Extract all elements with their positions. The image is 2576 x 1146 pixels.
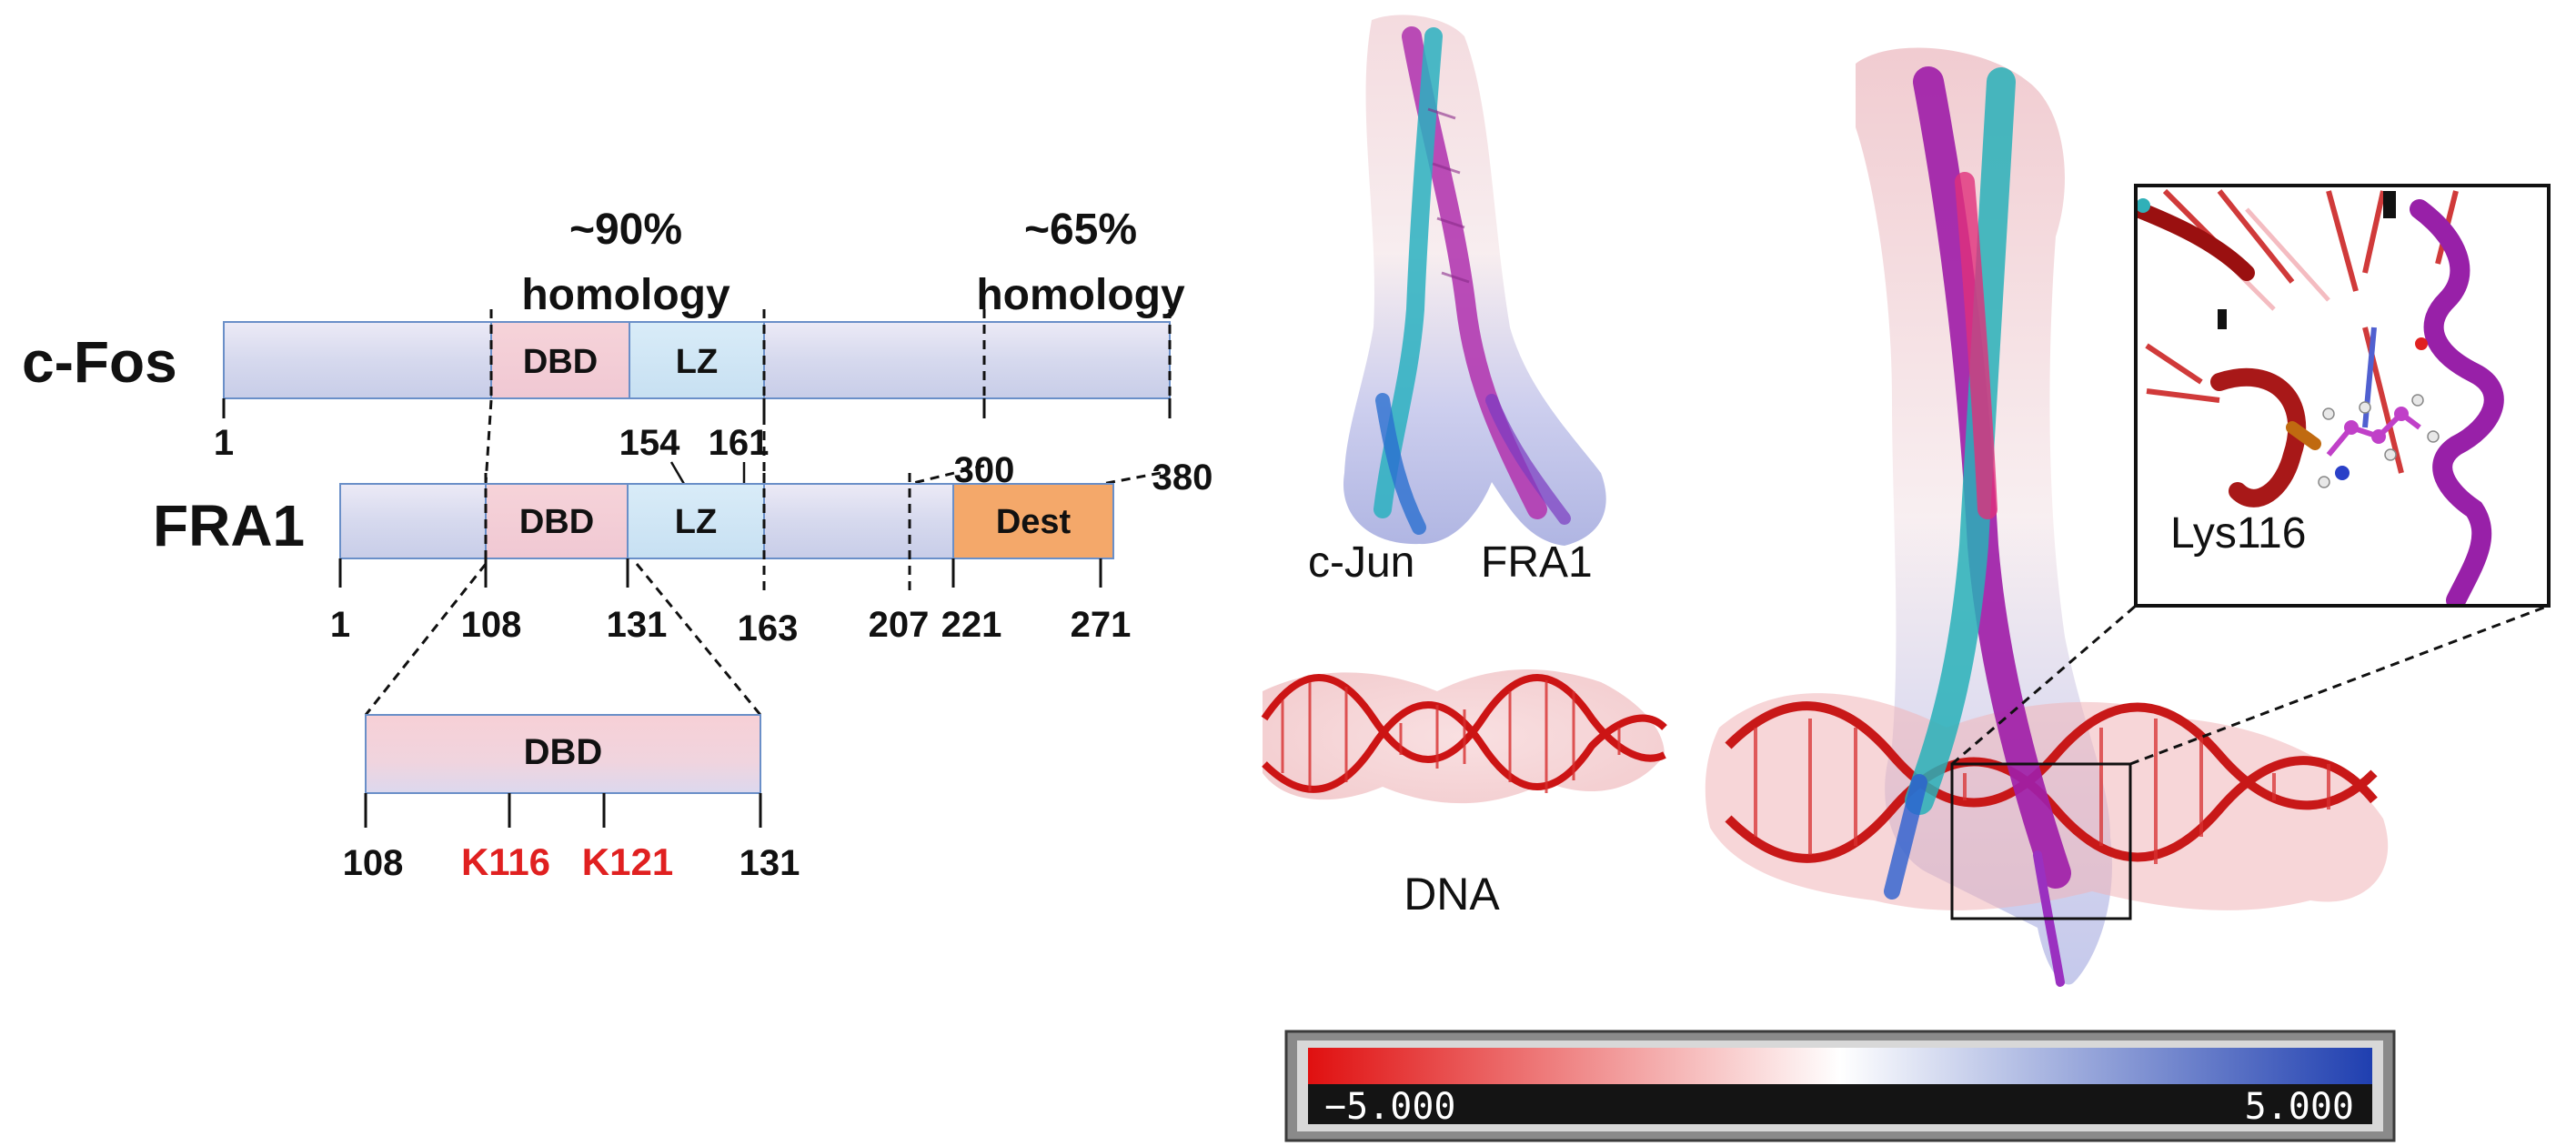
colorbar-max: 5.000 [2245, 1086, 2354, 1128]
fra1-pos-207: 207 [869, 605, 930, 645]
inset-label-lys116: Lys116 [2170, 509, 2306, 558]
dimer-label-fra1: FRA1 [1481, 538, 1593, 587]
dbd-zoom-k121: K121 [582, 840, 673, 883]
dbd-zoom-start: 108 [343, 843, 404, 883]
fra1-dbd-domain [485, 483, 629, 559]
fra1-dest-domain [952, 483, 1114, 559]
fra1-pos-221: 221 [941, 605, 1002, 645]
fra1-pos-271: 271 [1071, 605, 1132, 645]
homology-left-line1: ~90% [569, 206, 682, 254]
cfos-name: c-Fos [22, 329, 177, 395]
colorbar-min: −5.000 [1324, 1086, 1456, 1128]
fra1-dest-label: Dest [996, 503, 1072, 541]
fra1-pos-108: 108 [461, 605, 522, 645]
colorbar-gradient [1308, 1048, 2372, 1084]
complex-structure [1705, 47, 2550, 987]
dbd-zoom-k116: K116 [461, 840, 550, 883]
homology-right-line2: homology [976, 271, 1185, 319]
dna-structure: DNA [1261, 669, 1667, 920]
dbd-zoom-label: DBD [524, 732, 603, 772]
dna-label: DNA [1404, 869, 1500, 920]
cfos-pos-154: 154 [619, 423, 680, 463]
fra1-pos-131: 131 [607, 605, 668, 645]
fra1-pos-163: 163 [738, 608, 799, 648]
fra1-dbd-label: DBD [519, 503, 594, 541]
lys116-inset: Lys116 [2134, 184, 2551, 608]
dbd-zoom: DBD 108 K116 K121 131 [343, 714, 800, 883]
fra1-bar: DBD LZ Dest [339, 483, 1114, 559]
cfos-dbd-domain [490, 321, 630, 399]
cfos-lz-label: LZ [676, 343, 718, 381]
fra1-lz-label: LZ [675, 503, 717, 541]
homology-right-line1: ~65% [1024, 206, 1137, 254]
domain-diagram: ~90% homology ~65% homology DBD LZ c-Fos… [22, 206, 1213, 883]
electrostatic-colorbar: −5.000 5.000 [1284, 1030, 2396, 1142]
cfos-lz-domain [629, 321, 765, 399]
cfos-pos-1: 1 [214, 423, 234, 463]
fra1-pos-1: 1 [330, 605, 350, 645]
homology-left-line2: homology [521, 271, 730, 319]
cfos-dbd-label: DBD [523, 343, 598, 381]
cfos-pos-161: 161 [709, 423, 770, 463]
dimer-label-cjun: c-Jun [1308, 538, 1414, 587]
cfos-bar: DBD LZ [223, 321, 1171, 399]
dbd-zoom-end: 131 [740, 843, 800, 883]
dimer-structure: c-Jun FRA1 [1308, 15, 1606, 587]
fra1-lz-domain [627, 483, 765, 559]
lys116-selection-box [1950, 762, 2132, 920]
fra1-name: FRA1 [153, 493, 305, 558]
cfos-pos-380: 380 [1152, 457, 1213, 498]
